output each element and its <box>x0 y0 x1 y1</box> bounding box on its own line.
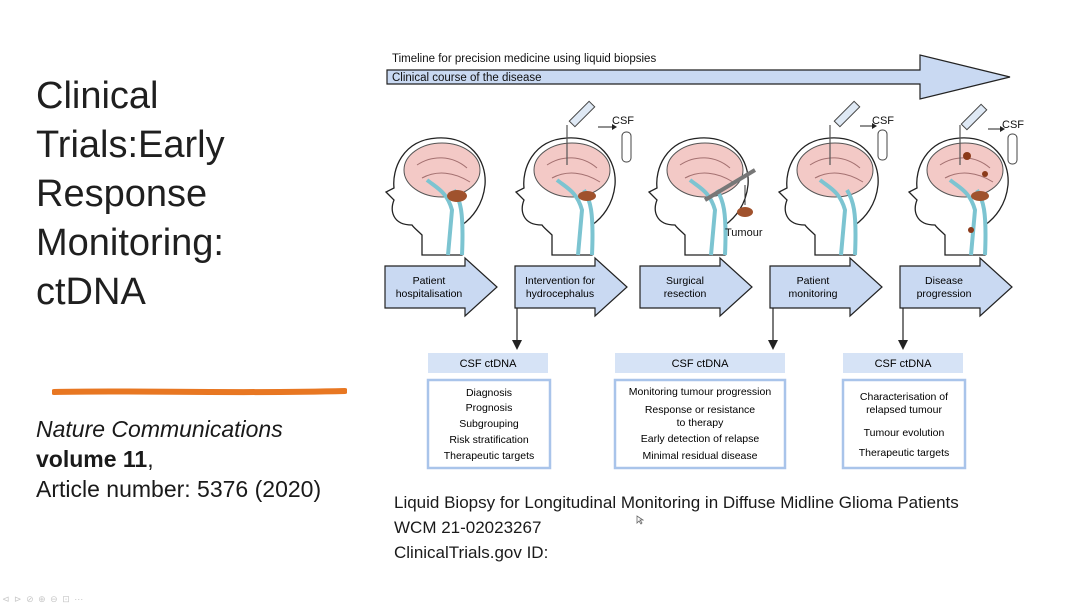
stage-2-line1: Intervention for <box>525 275 596 287</box>
box-1-item-3: Subgrouping <box>459 418 519 430</box>
box-1-item-4: Risk stratification <box>449 434 529 446</box>
down-arrow-2 <box>768 308 778 350</box>
stage-3-line2: resection <box>664 288 707 300</box>
orange-highlight-stroke <box>52 388 347 396</box>
clinical-course-label: Clinical course of the disease <box>392 72 542 84</box>
head-3 <box>647 137 757 256</box>
box-1-header: CSF ctDNA <box>460 358 518 370</box>
stage-4-line2: monitoring <box>788 288 837 300</box>
liquid-biopsy-timeline-figure: Timeline for precision medicine using li… <box>384 53 1024 470</box>
stage-4-line1: Patient <box>797 275 830 287</box>
citation: Nature Communications volume 11, Article… <box>36 414 356 504</box>
volume-suffix: , <box>147 446 154 472</box>
study-title: Liquid Biopsy for Longitudinal Monitorin… <box>394 493 959 512</box>
ctdna-box-3: CSF ctDNA Characterisation of relapsed t… <box>841 353 967 470</box>
syringe-csf-5 <box>960 103 1018 165</box>
box-2-header: CSF ctDNA <box>672 358 730 370</box>
box-3-item-3: Tumour evolution <box>864 427 945 439</box>
syringe-csf-2 <box>568 100 632 163</box>
article-number: Article number: 5376 (2020) <box>36 476 322 502</box>
csf-label-2: CSF <box>612 115 634 127</box>
box-1-item-1: Diagnosis <box>466 387 512 399</box>
tumour-label: Tumour <box>725 227 763 239</box>
study-info: Liquid Biopsy for Longitudinal Monitorin… <box>394 490 959 565</box>
stage-arrow-1: Patient hospitalisation <box>384 256 498 318</box>
head-5 <box>907 125 1009 256</box>
stage-1-line2: hospitalisation <box>396 288 463 300</box>
ctdna-box-1: CSF ctDNA Diagnosis Prognosis Subgroupin… <box>426 353 552 470</box>
box-3-item-4: Therapeutic targets <box>859 447 949 459</box>
csf-label-4: CSF <box>872 115 894 127</box>
stage-arrow-3: Surgical resection <box>639 256 753 318</box>
stage-5-line2: progression <box>917 288 972 300</box>
study-number: WCM 21-02023267 <box>394 518 542 537</box>
journal-name: Nature Communications <box>36 416 283 442</box>
clinicaltrials-id: ClinicalTrials.gov ID: <box>394 543 549 562</box>
box-2-item-5: Minimal residual disease <box>643 450 758 462</box>
syringe-csf-4 <box>833 100 888 161</box>
stage-3-line1: Surgical <box>666 275 704 287</box>
box-2-item-2: Response or resistance <box>645 404 755 416</box>
volume-number: volume 11 <box>36 446 148 472</box>
head-4 <box>777 125 879 256</box>
box-1-item-2: Prognosis <box>466 402 513 414</box>
down-arrow-3 <box>898 308 908 350</box>
box-2-item-1: Monitoring tumour progression <box>629 386 772 398</box>
head-1 <box>384 137 486 256</box>
box-2-item-4: Early detection of relapse <box>641 433 760 445</box>
stage-arrow-2: Intervention for hydrocephalus <box>514 256 628 318</box>
head-2 <box>514 125 616 256</box>
stage-arrow-5: Disease progression <box>899 256 1013 318</box>
box-3-header: CSF ctDNA <box>875 358 933 370</box>
slide-title: Clinical Trials:Early Response Monitorin… <box>36 75 225 313</box>
box-3-item-2: relapsed tumour <box>866 404 942 416</box>
box-1-item-5: Therapeutic targets <box>444 450 534 462</box>
volume-line: volume 11, <box>36 446 154 472</box>
slideshow-controls[interactable]: ⊲ ⊳ ⊘ ⊕ ⊖ ⊡ ⋯ <box>2 594 85 604</box>
ctdna-box-2: CSF ctDNA Monitoring tumour progression … <box>613 353 787 470</box>
csf-label-5: CSF <box>1002 119 1024 131</box>
timeline-label: Timeline for precision medicine using li… <box>392 53 656 65</box>
mouse-cursor-icon <box>636 515 644 525</box>
clinical-course-arrow <box>386 54 1011 100</box>
box-3-item-1: Characterisation of <box>860 391 948 403</box>
stage-5-line1: Disease <box>925 275 963 287</box>
stage-2-line2: hydrocephalus <box>526 288 594 300</box>
stage-1-line1: Patient <box>413 275 446 287</box>
box-2-item-3: to therapy <box>677 417 724 429</box>
down-arrow-1 <box>512 308 522 350</box>
stage-arrow-4: Patient monitoring <box>769 256 883 318</box>
